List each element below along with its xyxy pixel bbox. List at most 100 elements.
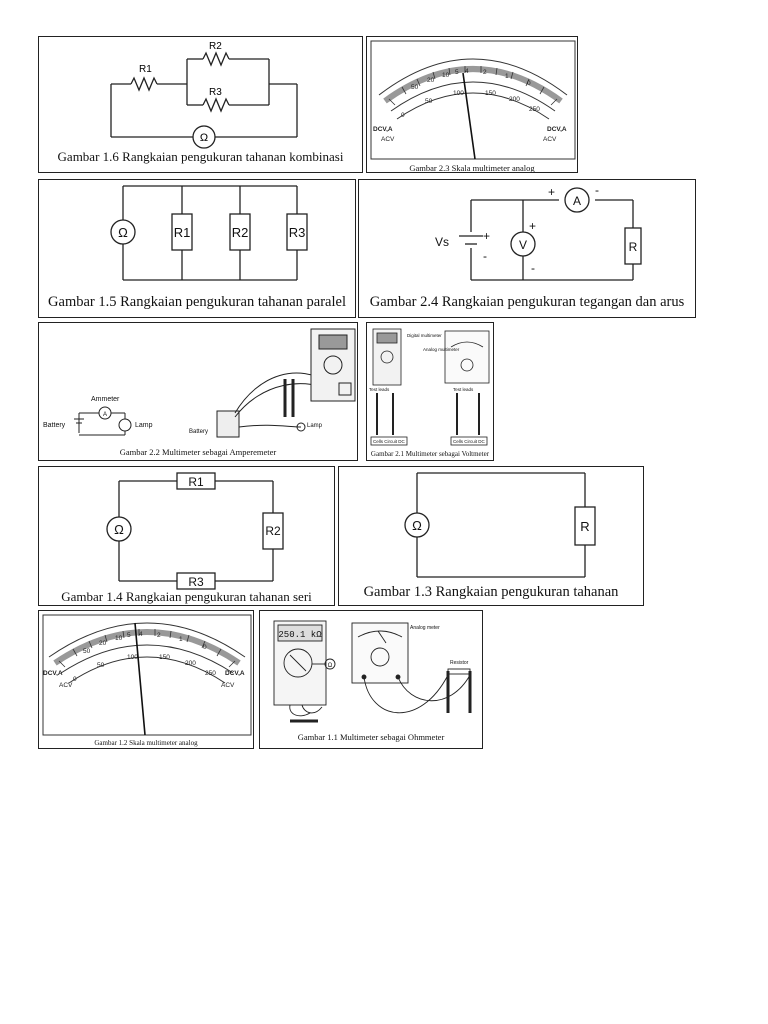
ohm-scale-tick: 50 [411, 84, 419, 91]
figure-1-3-panel: Ω R Gambar 1.3 Rangkaian pengukuran taha… [338, 466, 644, 606]
battery-drawing-label: Battery [189, 429, 208, 435]
figure-1-3-caption: Gambar 1.3 Rangkaian pengukuran tahanan [363, 584, 619, 600]
ohm-scale-tick: 0 [527, 80, 531, 87]
resistor-r1-box [176, 472, 216, 490]
figure-1-5-panel: Ω R1 R2 R3 Gambar 1.5 Rangkaian pengukur… [38, 179, 356, 318]
acv-label: ACV [59, 682, 73, 689]
dc-scale-tick: 100 [453, 90, 464, 97]
r1-label: R1 [139, 64, 152, 75]
r3-label: R3 [188, 575, 204, 589]
ohm-scale-tick: 4 [139, 631, 143, 638]
resistor-r3-box [286, 213, 308, 251]
figure-2-4-panel: Vs + - + - + - A V R Gambar 2.4 Rangkaia… [358, 179, 696, 318]
dcva-label: DCV,A [373, 126, 393, 133]
figure-1-5-caption: Gambar 1.5 Rangkaian pengukuran tahanan … [48, 294, 346, 310]
ohm-symbol-label: Ω [412, 518, 422, 533]
analog-multimeter-scale: 50 20 10 5 4 2 1 0 0 50 100 150 200 250 … [370, 40, 576, 160]
ohm-scale-tick: 5 [455, 69, 459, 76]
lamp-drawing [296, 422, 306, 432]
ohm-scale-tick: 2 [483, 69, 487, 76]
resistor-box [574, 506, 596, 546]
figure-1-1-panel: 250.1 kΩ Ω Analog meter Resistor Gambar … [259, 610, 483, 749]
dcva-label: DCV,A [43, 670, 63, 677]
figure-1-4-caption: Gambar 1.4 Rangkaian pengukuran tahanan … [61, 589, 312, 604]
display-reading: 250.1 kΩ [278, 630, 322, 640]
figure-2-3-caption: Gambar 2.3 Skala multimeter analog [409, 163, 535, 173]
dc-scale-tick: 150 [485, 90, 496, 97]
analog-multimeter-label: Analog multimeter [423, 347, 460, 352]
minus-sign: - [595, 183, 599, 197]
figure-2-4-caption: Gambar 2.4 Rangkaian pengukuran tegangan… [369, 294, 685, 310]
figure-2-3-panel: 50 20 10 5 4 2 1 0 0 50 100 150 200 250 … [366, 36, 578, 173]
figure-1-6-panel: R1 R2 R3 Ω Gambar 1.6 Rangkaian pengukur… [38, 36, 363, 173]
figure-1-4-panel: R1 R3 R2 Ω Gambar 1.4 Rangkaian pengukur… [38, 466, 335, 606]
dc-scale-tick: 150 [159, 654, 170, 661]
ohm-scale-tick: 4 [465, 68, 469, 75]
dc-scale-tick: 200 [509, 96, 520, 103]
resistor-r2-box [262, 512, 284, 550]
dc-scale-tick: 0 [73, 676, 77, 683]
acv-right-label: ACV [221, 682, 235, 689]
voltmeter-symbol [510, 231, 536, 257]
ohm-scale-tick: 10 [442, 72, 450, 79]
ohm-scale-tick: 10 [115, 635, 123, 642]
ohm-symbol-label: Ω [114, 522, 124, 537]
meter-needle [462, 72, 476, 160]
figure-1-1-caption: Gambar 1.1 Multimeter sebagai Ohmmeter [297, 732, 445, 742]
series-resistance-circuit: R1 R3 R2 Ω [106, 472, 284, 590]
omega-label: Ω [328, 663, 333, 669]
lamp-drawing-label: Lamp [307, 423, 323, 429]
figure-2-2-caption: Gambar 2.2 Multimeter sebagai Amperemete… [119, 447, 277, 457]
ohm-symbol-label: Ω [118, 225, 128, 240]
dc-scale-tick: 100 [127, 654, 138, 661]
resistor-r1-box [171, 213, 193, 251]
r3-label: R3 [209, 87, 222, 98]
ohm-symbol-label: Ω [200, 132, 208, 144]
parallel-resistance-circuit: Ω R1 R2 R3 [110, 185, 308, 281]
ohm-scale-tick: 20 [427, 77, 435, 84]
ammeter-label: A [573, 194, 581, 208]
combination-resistance-circuit: R1 R2 R3 Ω [110, 41, 298, 149]
resistance-circuit: Ω R [404, 472, 596, 578]
lamp-label: Lamp [135, 422, 153, 429]
figure-1-2-panel: 50 20 10 5 4 2 1 0 0 50 100 150 200 250 … [38, 610, 254, 749]
dc-scale-tick: 250 [205, 670, 216, 677]
dc-scale-tick: 250 [529, 106, 540, 113]
ammeter-illustration: Ammeter A Battery Lamp Battery Lamp [43, 328, 356, 438]
plus-sign: + [483, 229, 490, 243]
meter-needle [134, 622, 146, 736]
figure-1-2-caption: Gambar 1.2 Skala multimeter analog [94, 739, 198, 747]
dc-scale-tick: 50 [425, 98, 433, 105]
minus-sign: - [483, 249, 487, 263]
resistor-label: R [580, 519, 589, 534]
battery-label: Battery [43, 422, 66, 429]
ohm-scale-tick: 1 [179, 636, 183, 643]
r1-label: R1 [188, 475, 204, 489]
analog-meter-label: Analog meter [410, 625, 440, 631]
minus-sign: - [531, 261, 535, 275]
ammeter-a-label: A [103, 412, 107, 418]
ohmmeter-symbol [192, 125, 216, 149]
ammeter-symbol [564, 187, 590, 213]
analog-multimeter-drawing [444, 330, 490, 384]
resistor-r1-symbol [130, 76, 158, 92]
resistor-r3-box [176, 572, 216, 590]
ohm-scale-tick: 5 [127, 632, 131, 639]
ohmmeter-symbol [404, 512, 430, 538]
analog-meter-drawing [351, 622, 409, 684]
dc-scale-tick: 0 [401, 112, 405, 119]
ohmmeter-illustration: 250.1 kΩ Ω Analog meter Resistor [273, 620, 472, 723]
analog-multimeter-scale: 50 20 10 5 4 2 1 0 0 50 100 150 200 250 … [42, 614, 252, 736]
r2-label: R2 [209, 41, 222, 52]
r2-label: R2 [265, 524, 281, 538]
r3-label: R3 [289, 225, 306, 240]
digital-multimeter-label: Digital multimeter [407, 333, 442, 338]
ohm-scale-tick: 2 [157, 632, 161, 639]
ammeter-caption-label: Ammeter [91, 396, 120, 403]
resistor-r2-symbol [202, 51, 230, 67]
ohm-scale-tick: 0 [203, 644, 207, 651]
acv-label: ACV [381, 136, 395, 143]
ammeter-symbol [98, 406, 112, 420]
acv-right-label: ACV [543, 136, 557, 143]
cells-label: Cells Circuit DC [453, 439, 486, 444]
